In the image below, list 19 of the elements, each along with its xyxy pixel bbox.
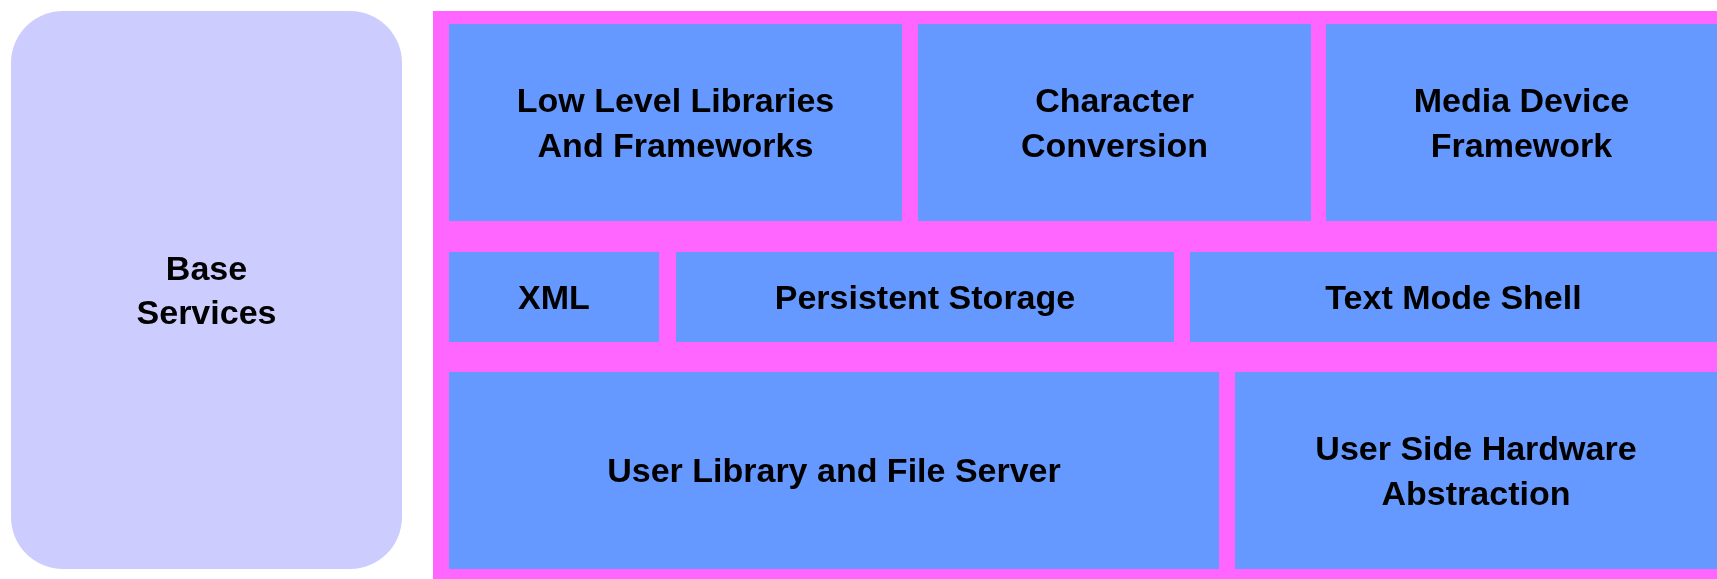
component-box [1235, 372, 1717, 569]
component-label: Character Conversion [1019, 80, 1209, 166]
component-box [449, 252, 659, 342]
component-label: Low Level Libraries And Frameworks [515, 80, 836, 166]
component-box [449, 372, 1219, 569]
component-box [449, 24, 902, 221]
component-label: Text Mode Shell [1325, 276, 1582, 318]
component-label: User Library and File Server [607, 450, 1061, 492]
component-label: Media Device Framework [1412, 80, 1631, 166]
service-block [11, 11, 402, 569]
component-box [676, 252, 1174, 342]
component-label: User Side Hardware Abstraction [1314, 428, 1638, 514]
component-label: XML [518, 276, 590, 318]
container-panel [433, 11, 1717, 579]
component-box [1190, 252, 1717, 342]
component-box [1326, 24, 1717, 221]
component-box [918, 24, 1311, 221]
component-label: Persistent Storage [774, 276, 1076, 318]
component-label: Base Services [135, 247, 278, 333]
